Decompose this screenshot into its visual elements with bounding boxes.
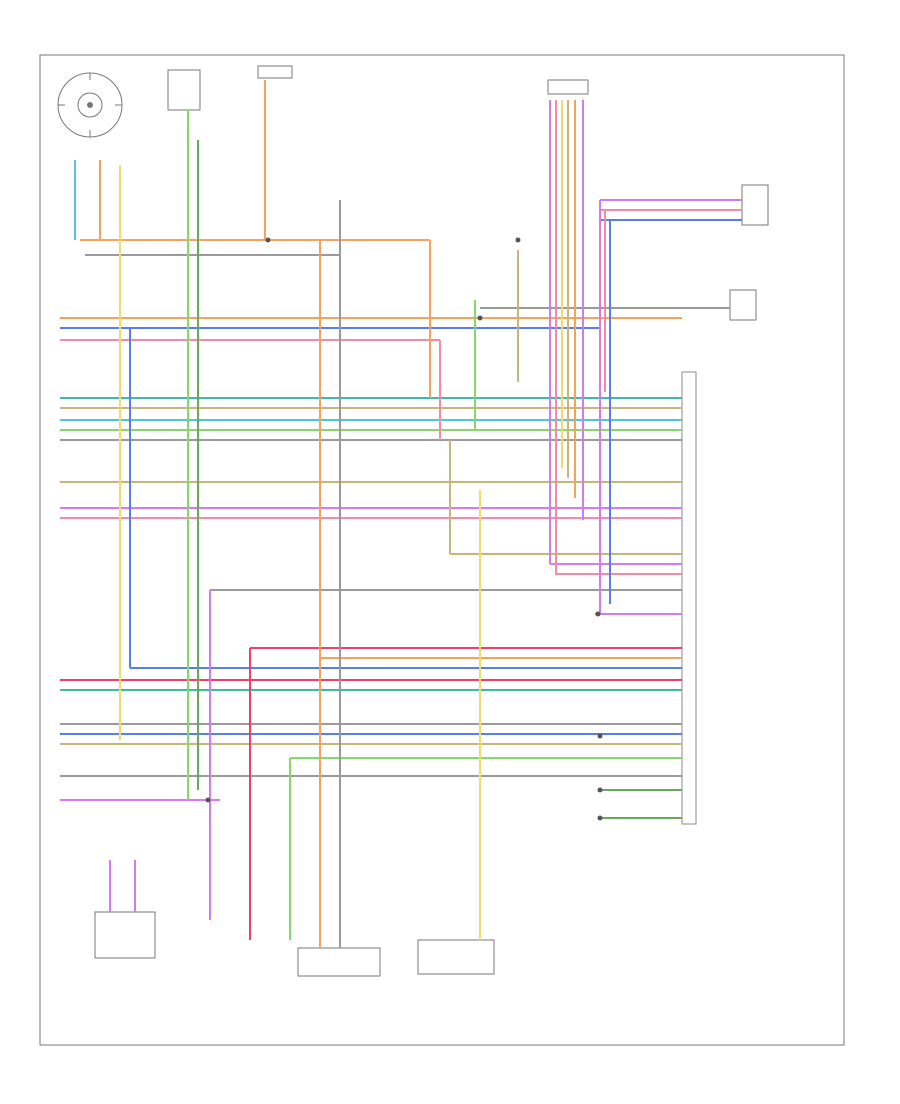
- bottom-component-4: [417, 939, 495, 975]
- bottom-component-3: [297, 947, 381, 977]
- horizontal-wires: [60, 199, 742, 819]
- sensor-box-right: [741, 184, 769, 226]
- switch-box-right: [729, 289, 757, 321]
- connector-top-right: [547, 79, 589, 95]
- relay-box-top: [167, 69, 201, 111]
- connector-top-middle: [257, 65, 293, 79]
- bottom-component-1: [94, 911, 156, 959]
- splices: [205, 237, 603, 821]
- diagram-border: [39, 54, 845, 1046]
- distributor: [57, 72, 123, 138]
- vertical-wires: [74, 80, 611, 948]
- ecm-connector: [681, 371, 697, 825]
